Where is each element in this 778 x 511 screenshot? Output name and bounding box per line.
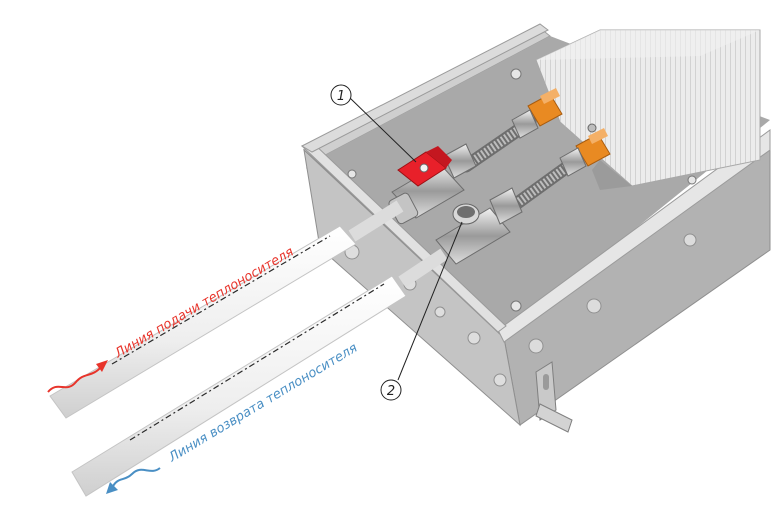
supply-pipe bbox=[49, 225, 357, 419]
housing-hole bbox=[586, 298, 602, 314]
callout-number-2: 2 bbox=[387, 384, 395, 399]
steel-nut bbox=[511, 109, 539, 139]
housing-hole bbox=[528, 338, 544, 354]
floor-bolt bbox=[347, 169, 357, 179]
return-pipe bbox=[71, 275, 407, 497]
floor-bolt bbox=[510, 68, 522, 80]
steel-nut bbox=[559, 147, 587, 177]
wavy-arrow-right-icon bbox=[47, 360, 108, 393]
supply-pipe-inner bbox=[348, 200, 404, 242]
housing-back-rim bbox=[300, 23, 549, 153]
orange-union-fitting bbox=[527, 88, 563, 127]
callout-number-1: 1 bbox=[337, 89, 345, 104]
housing-hole bbox=[434, 306, 446, 318]
return-pipe-inner bbox=[398, 248, 448, 288]
callout-2: 2 bbox=[380, 221, 463, 401]
wavy-arrow-left-icon bbox=[106, 467, 161, 494]
housing-front-rim bbox=[497, 129, 771, 343]
floor-bolt bbox=[687, 175, 697, 185]
orange-union-fitting bbox=[575, 123, 611, 167]
floor-bolt bbox=[510, 300, 522, 312]
valve-handle bbox=[397, 146, 452, 187]
housing-hole bbox=[467, 331, 481, 345]
callout-1: 1 bbox=[330, 84, 417, 163]
return-valve bbox=[435, 187, 523, 265]
return-flex-hose bbox=[509, 155, 581, 211]
mounting-bracket bbox=[535, 361, 573, 433]
housing-hole bbox=[493, 373, 507, 387]
supply-line-label: Линия подачи теплоносителя bbox=[112, 244, 297, 362]
housing-hole bbox=[683, 233, 697, 247]
